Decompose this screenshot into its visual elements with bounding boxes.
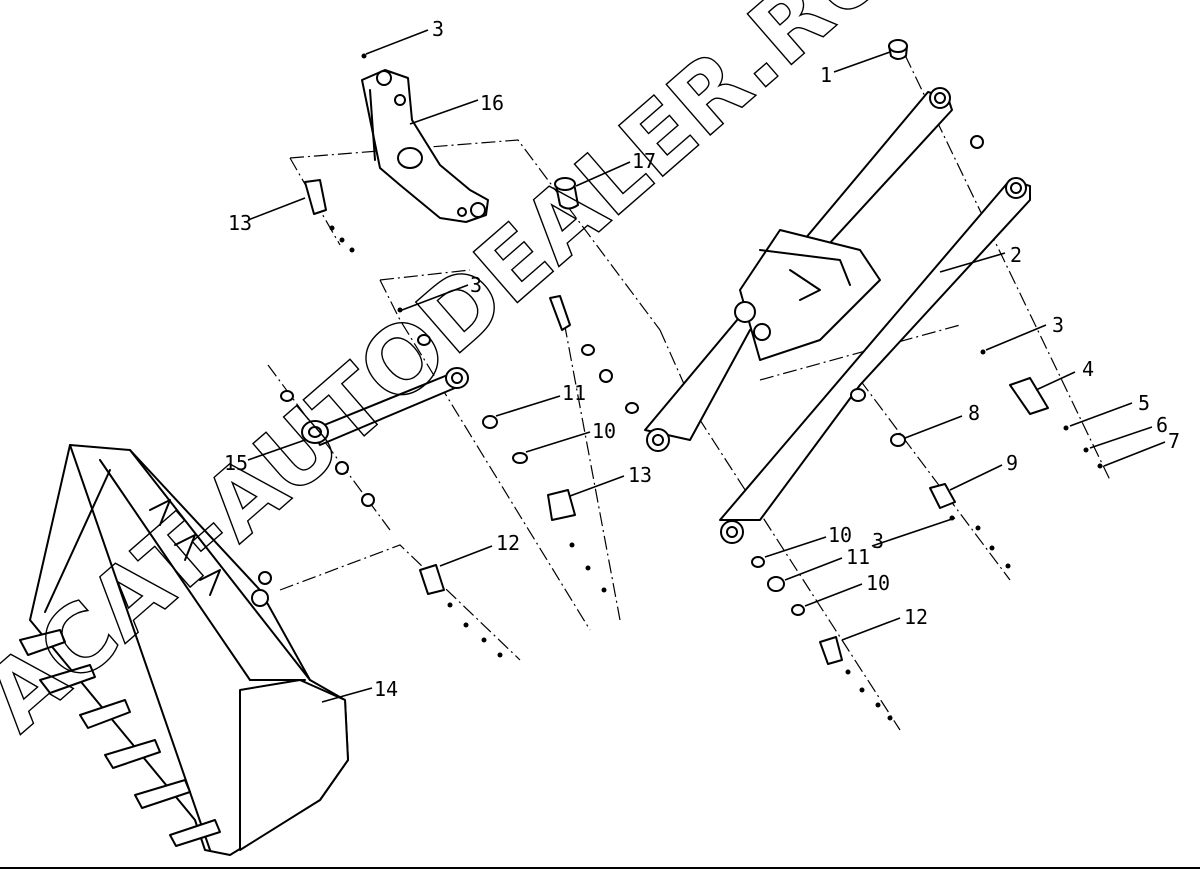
watermark: ACAT-AUTODEALER.RU [0,0,910,752]
small-parts [280,334,906,616]
leader-lines [247,29,1166,703]
part-1-pin [888,39,908,60]
label-10-left: 10 [592,419,616,443]
watermark-text: ACAT-AUTODEALER.RU [0,0,910,752]
label-3-right: 3 [1052,313,1064,337]
label-10-right-a: 10 [828,523,852,547]
part-14-bucket [19,444,349,856]
label-15: 15 [224,451,248,475]
label-1: 1 [820,63,832,87]
part-2-boom-arm [644,87,1031,544]
retaining-pins [304,179,1049,665]
label-3-top: 3 [432,17,444,41]
label-4: 4 [1082,357,1094,381]
part-16-bellcrank [361,69,489,223]
label-10-right-b: 10 [866,571,890,595]
label-3-lower: 3 [872,529,884,553]
label-7: 7 [1168,429,1180,453]
label-11-right: 11 [846,545,870,569]
label-16: 16 [480,91,504,115]
label-2: 2 [1010,243,1022,267]
part-labels: 3 1 16 17 13 3 2 3 4 5 6 7 8 9 11 10 13 … [224,17,1180,701]
label-11-left: 11 [562,381,586,405]
label-6: 6 [1156,413,1168,437]
label-17: 17 [632,149,656,173]
label-12-left: 12 [496,531,520,555]
label-5: 5 [1138,391,1150,415]
label-12-right: 12 [904,605,928,629]
label-13-left: 13 [228,211,252,235]
label-3-mid: 3 [470,273,482,297]
label-14: 14 [374,677,398,701]
label-13-mid: 13 [628,463,652,487]
part-15-link-rod [301,367,469,446]
label-9: 9 [1006,451,1018,475]
part-17-bushing [554,177,579,210]
label-8: 8 [968,401,980,425]
